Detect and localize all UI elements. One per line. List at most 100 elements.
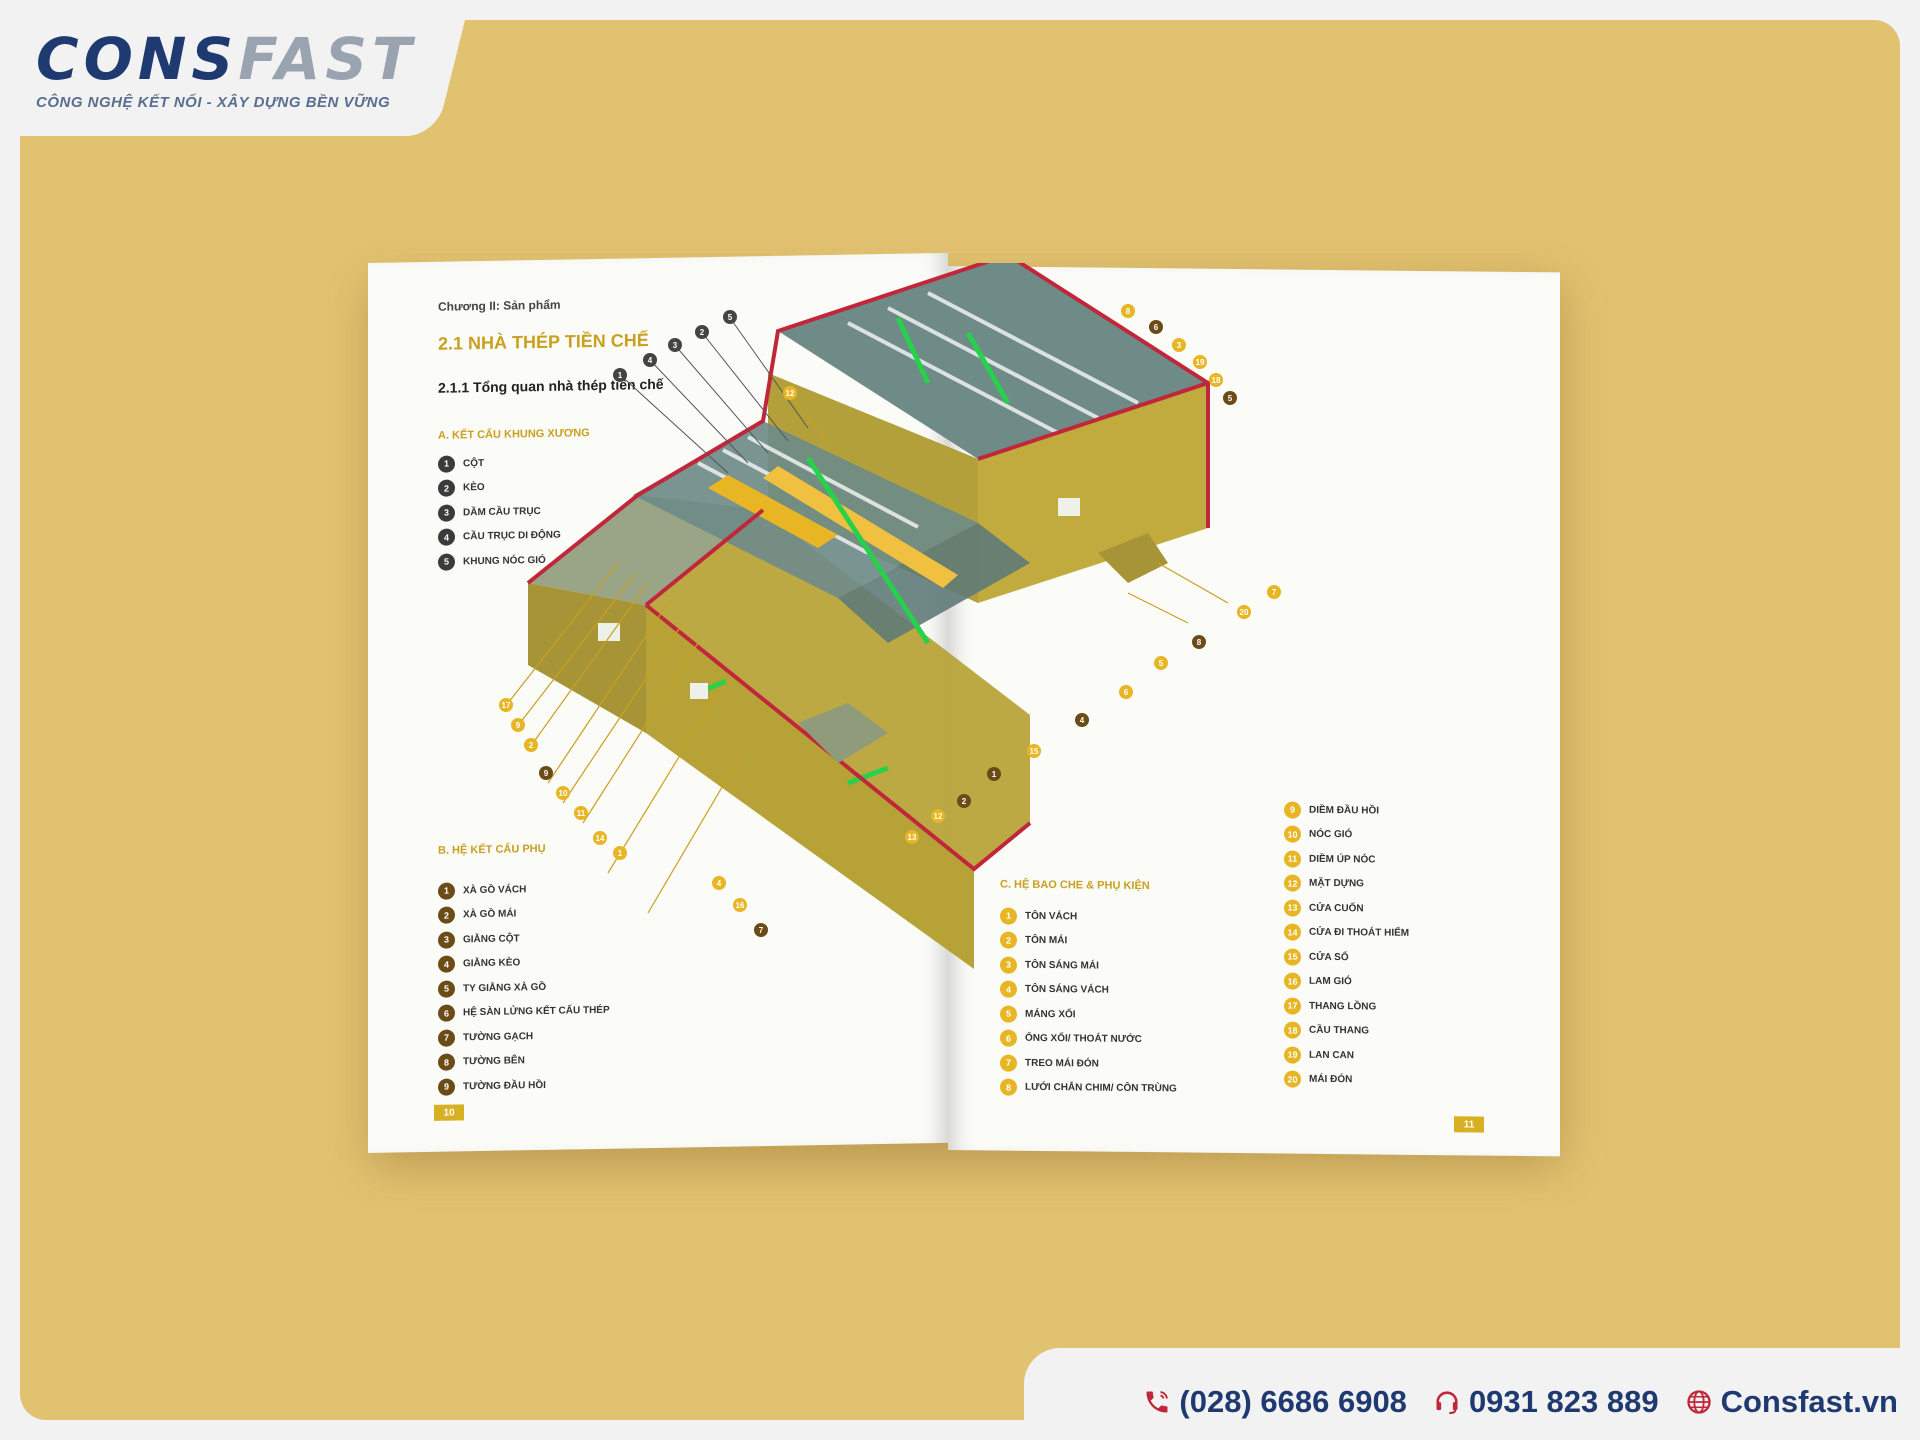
list-item-label: GIẰNG KÈO — [463, 957, 521, 970]
list-item: 18 CẦU THANG — [1284, 1018, 1409, 1044]
item-number-badge: 7 — [438, 1029, 455, 1047]
item-number-badge: 9 — [1284, 801, 1301, 819]
list-item: 4 TÔN SÁNG VÁCH — [1000, 977, 1177, 1003]
item-number-badge: 3 — [1000, 956, 1017, 974]
item-number-badge: 4 — [438, 955, 455, 974]
list-item-label: KÈO — [463, 482, 485, 494]
item-number-badge: 20 — [1284, 1070, 1301, 1088]
list-item-label: TÔN SÁNG VÁCH — [1025, 984, 1109, 996]
list-item-label: CẦU TRỤC DI ĐỘNG — [463, 529, 561, 543]
list-item-label: TƯỜNG BÊN — [463, 1055, 525, 1068]
hotline-number: 0931 823 889 — [1468, 1384, 1659, 1419]
list-item-label: GIẰNG CỘT — [463, 933, 520, 946]
item-number-badge: 4 — [438, 528, 455, 547]
list-item-label: TÔN SÁNG MÁI — [1025, 959, 1099, 972]
list-item: 4 CẦU TRỤC DI ĐỘNG — [438, 523, 561, 550]
list-item: 6 ỐNG XỐI/ THOÁT NƯỚC — [1000, 1026, 1177, 1052]
list-item: 16 LAM GIÓ — [1284, 969, 1409, 995]
list-item-label: XÀ GỒ VÁCH — [463, 883, 527, 897]
item-number-badge: 7 — [1000, 1054, 1017, 1072]
item-number-badge: 9 — [438, 1078, 455, 1096]
item-number-badge: 5 — [438, 553, 455, 571]
contact-bar: (028) 6686 6908 0931 823 889 Consfast.vn — [1143, 1384, 1898, 1420]
phone-icon — [1143, 1388, 1171, 1416]
item-number-badge: 1 — [438, 455, 455, 473]
list-item: 13 CỬA CUỐN — [1284, 896, 1409, 922]
phone-contact[interactable]: (028) 6686 6908 — [1143, 1384, 1407, 1420]
list-item: 3 TÔN SÁNG MÁI — [1000, 953, 1177, 979]
list-item-label: MẶT DỰNG — [1309, 878, 1364, 890]
item-number-badge: 19 — [1284, 1046, 1301, 1064]
subsection-title: 2.1.1 Tổng quan nhà thép tiền chế — [438, 375, 664, 396]
list-item-label: KHUNG NÓC GIÓ — [463, 554, 546, 568]
item-number-badge: 2 — [1000, 931, 1017, 949]
list-item-label: TÔN VÁCH — [1025, 910, 1078, 923]
headset-icon — [1433, 1388, 1461, 1416]
list-item-label: CỬA CUỐN — [1309, 902, 1364, 915]
item-number-badge: 3 — [438, 931, 455, 949]
list-item-label: DẦM CẦU TRỤC — [463, 505, 541, 519]
list-item: 5 KHUNG NÓC GIÓ — [438, 548, 561, 575]
list-item: 7 TREO MÁI ĐÓN — [1000, 1051, 1177, 1077]
list-item: 4 GIẰNG KÈO — [438, 949, 610, 976]
group-c-title: C. HỆ BAO CHE & PHỤ KIỆN — [1000, 878, 1150, 893]
list-item-label: CỘT — [463, 457, 485, 470]
item-number-badge: 15 — [1284, 948, 1301, 966]
list-item-label: MÁNG XỐI — [1025, 1008, 1076, 1021]
list-item-label: MÁI ĐÓN — [1309, 1074, 1353, 1086]
consfast-logo[interactable]: CONSFAST CÔNG NGHỆ KẾT NỐI - XÂY DỰNG BỀ… — [36, 30, 417, 111]
item-number-badge: 3 — [438, 504, 455, 522]
list-item-label: ỐNG XỐI/ THOÁT NƯỚC — [1025, 1033, 1142, 1046]
left-page: Chương II: Sản phẩm 2.1 NHÀ THÉP TIỀN CH… — [368, 252, 948, 1153]
item-number-badge: 8 — [1000, 1078, 1017, 1096]
item-number-badge: 4 — [1000, 980, 1017, 998]
item-number-badge: 1 — [1000, 907, 1017, 925]
page-number: 11 — [1454, 1116, 1484, 1133]
item-number-badge: 11 — [1284, 850, 1301, 868]
list-item-label: TREO MÁI ĐÓN — [1025, 1057, 1099, 1070]
item-number-badge: 12 — [1284, 874, 1301, 892]
group-a-title: A. KẾT CẤU KHUNG XƯƠNG — [438, 427, 590, 442]
list-item-label: LAM GIÓ — [1309, 976, 1352, 988]
item-number-badge: 16 — [1284, 972, 1301, 990]
list-item-label: XÀ GỒ MÁI — [463, 908, 517, 921]
hotline-contact[interactable]: 0931 823 889 — [1433, 1384, 1659, 1420]
list-item-label: TƯỜNG GẠCH — [463, 1030, 534, 1044]
globe-icon — [1685, 1388, 1713, 1416]
website-link[interactable]: Consfast.vn — [1685, 1384, 1898, 1420]
list-item-label: DIỀM ÚP NÓC — [1309, 853, 1376, 866]
list-item-label: CẦU THANG — [1309, 1025, 1369, 1037]
list-item-label: TƯỜNG ĐẦU HỒI — [463, 1079, 546, 1093]
contact-tab — [1024, 1348, 1920, 1440]
item-number-badge: 18 — [1284, 1021, 1301, 1039]
logo-fast: FAST — [238, 25, 417, 93]
item-number-badge: 8 — [438, 1053, 455, 1072]
list-item: 12 MẶT DỰNG — [1284, 871, 1409, 897]
item-number-badge: 6 — [438, 1004, 455, 1023]
list-item-label: NÓC GIÓ — [1309, 829, 1353, 841]
item-number-badge: 6 — [1000, 1029, 1017, 1047]
item-number-badge: 5 — [438, 980, 455, 998]
item-number-badge: 5 — [1000, 1005, 1017, 1023]
item-number-badge: 13 — [1284, 899, 1301, 917]
list-item: 7 TƯỜNG GẠCH — [438, 1023, 610, 1050]
phone-number: (028) 6686 6908 — [1179, 1384, 1407, 1419]
chapter-label: Chương II: Sản phẩm — [438, 297, 561, 314]
list-item-label: THANG LỒNG — [1309, 1000, 1377, 1013]
page-number: 10 — [434, 1104, 464, 1121]
